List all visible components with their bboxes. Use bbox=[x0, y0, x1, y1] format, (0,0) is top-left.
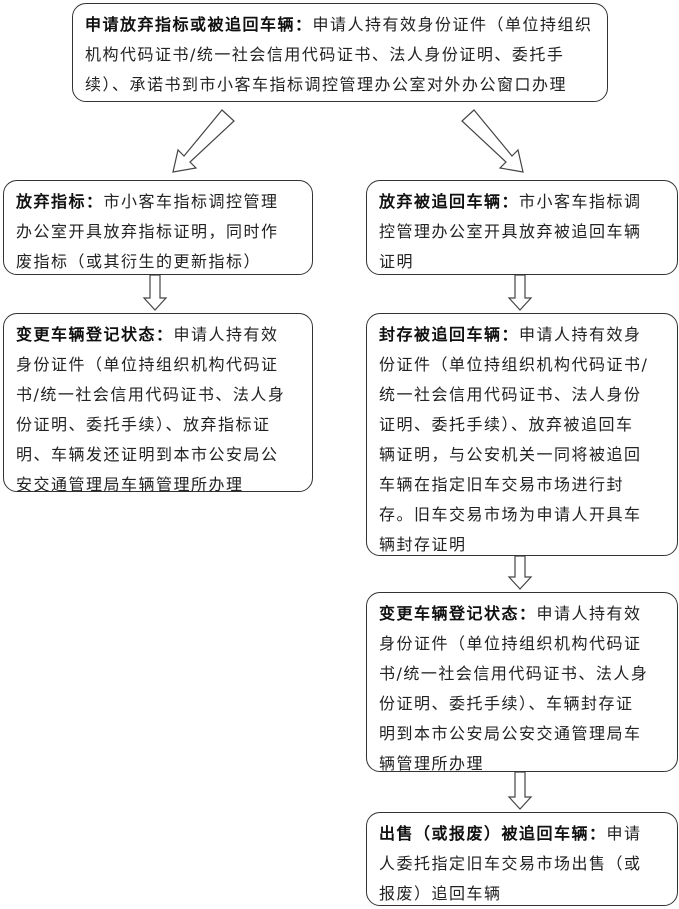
box-sell-vehicle: 出售（或报废）被追回车辆：申请人委托指定旧车交易市场出售（或报废）追回车辆 bbox=[366, 812, 678, 906]
box-title: 封存被追回车辆： bbox=[379, 325, 520, 344]
arrow-diagonal-left bbox=[172, 109, 235, 173]
box-title: 放弃指标： bbox=[16, 192, 104, 211]
box-abandon-vehicle: 放弃被追回车辆：市小客车指标调控管理办公室开具放弃被追回车辆证明 bbox=[366, 180, 678, 275]
box-text: 明、车辆发还证明到本市公安局公 bbox=[16, 445, 279, 464]
box-text-line: 车辆在指定旧车交易市场进行封 bbox=[379, 470, 677, 500]
box-text: 安交通管理局车辆管理所办理 bbox=[16, 475, 244, 494]
box-text-line: 变更车辆登记状态：申请人持有效 bbox=[16, 320, 312, 350]
box-text: 申请人持有效身 bbox=[519, 325, 642, 344]
box-text-line: 控管理办公室开具放弃被追回车辆 bbox=[379, 217, 677, 247]
box-text: 申请人持有效 bbox=[536, 604, 642, 623]
box-text-line: 证明 bbox=[379, 247, 677, 277]
arrow-down-right-2 bbox=[507, 555, 533, 590]
box-text-line: 份证明、委托手续）、放弃指标证 bbox=[16, 410, 312, 440]
box-text-line: 统一社会信用代码证书、法人身份 bbox=[379, 380, 677, 410]
box-text: 市小客车指标调 bbox=[519, 192, 642, 211]
box-text-line: 份证件（单位持组织机构代码证书/ bbox=[379, 350, 677, 380]
box-change-registration-left: 变更车辆登记状态：申请人持有效身份证件（单位持组织机构代码证书/统一社会信用代码… bbox=[3, 313, 313, 494]
box-text: 申请人持有效身份证件（单位持组织 bbox=[312, 15, 593, 34]
box-title: 出售（或报废）被追回车辆： bbox=[379, 824, 607, 843]
box-text: 机构代码证书/统一社会信用代码证书、法人身份证明、委托手 bbox=[85, 45, 565, 64]
box-text: 存。旧车交易市场为申请人开具车 bbox=[379, 505, 642, 524]
box-title: 申请放弃指标或被追回车辆： bbox=[85, 15, 313, 34]
box-text: 书/统一社会信用代码证书、法人身 bbox=[16, 385, 286, 404]
box-text-line: 人委托指定旧车交易市场出售（或 bbox=[379, 849, 677, 879]
box-text: 申请人持有效 bbox=[173, 325, 279, 344]
arrow-diagonal-right bbox=[461, 109, 524, 173]
box-text-line: 放弃被追回车辆：市小客车指标调 bbox=[379, 187, 677, 217]
box-text: 废指标（或其衍生的更新指标） bbox=[16, 252, 262, 271]
box-text: 证明 bbox=[379, 252, 415, 271]
box-text: 续）、承诺书到市小客车指标调控管理办公室对外办公窗口办理 bbox=[85, 75, 568, 94]
box-title: 变更车辆登记状态： bbox=[379, 604, 537, 623]
box-text-line: 份证明、委托手续）、车辆封存证 bbox=[379, 689, 677, 719]
box-text: 明到本市公安局公安交通管理局车 bbox=[379, 724, 642, 743]
box-text: 身份证件（单位持组织机构代码证 bbox=[379, 634, 642, 653]
box-apply: 申请放弃指标或被追回车辆：申请人持有效身份证件（单位持组织机构代码证书/统一社会… bbox=[72, 3, 608, 102]
arrow-down-right-3 bbox=[507, 771, 533, 810]
box-text: 办公室开具放弃指标证明，同时作 bbox=[16, 222, 279, 241]
box-text-line: 辆证明，与公安机关一同将被追回 bbox=[379, 440, 677, 470]
box-text-line: 变更车辆登记状态：申请人持有效 bbox=[379, 599, 677, 629]
box-text-line: 书/统一社会信用代码证书、法人身 bbox=[16, 380, 312, 410]
box-change-registration-right: 变更车辆登记状态：申请人持有效身份证件（单位持组织机构代码证书/统一社会信用代码… bbox=[366, 592, 678, 773]
box-seal-vehicle: 封存被追回车辆：申请人持有效身份证件（单位持组织机构代码证书/统一社会信用代码证… bbox=[366, 313, 678, 556]
box-text: 报废）追回车辆 bbox=[379, 884, 502, 903]
box-text-line: 证明、委托手续）、放弃被追回车 bbox=[379, 410, 677, 440]
box-text-line: 安交通管理局车辆管理所办理 bbox=[16, 470, 312, 500]
box-text-line: 身份证件（单位持组织机构代码证 bbox=[379, 629, 677, 659]
box-text: 辆封存证明 bbox=[379, 535, 467, 554]
box-text-line: 存。旧车交易市场为申请人开具车 bbox=[379, 500, 677, 530]
box-text: 辆证明，与公安机关一同将被追回 bbox=[379, 445, 642, 464]
box-text-line: 废指标（或其衍生的更新指标） bbox=[16, 247, 312, 277]
box-text: 人委托指定旧车交易市场出售（或 bbox=[379, 854, 642, 873]
box-text-line: 续）、承诺书到市小客车指标调控管理办公室对外办公窗口办理 bbox=[85, 70, 607, 100]
box-text: 申请 bbox=[606, 824, 642, 843]
box-abandon-quota: 放弃指标：市小客车指标调控管理办公室开具放弃指标证明，同时作废指标（或其衍生的更… bbox=[3, 180, 313, 275]
box-text: 辆管理所办理 bbox=[379, 754, 485, 773]
box-title: 变更车辆登记状态： bbox=[16, 325, 174, 344]
box-text-line: 申请放弃指标或被追回车辆：申请人持有效身份证件（单位持组织 bbox=[85, 10, 607, 40]
box-text: 书/统一社会信用代码证书、法人身 bbox=[379, 664, 649, 683]
box-title: 放弃被追回车辆： bbox=[379, 192, 520, 211]
arrow-down-right-1 bbox=[507, 274, 533, 311]
box-text: 份证明、委托手续）、车辆封存证 bbox=[379, 694, 634, 713]
box-text: 份证明、委托手续）、放弃指标证 bbox=[16, 415, 271, 434]
box-text-line: 明、车辆发还证明到本市公安局公 bbox=[16, 440, 312, 470]
box-text-line: 身份证件（单位持组织机构代码证 bbox=[16, 350, 312, 380]
box-text-line: 辆封存证明 bbox=[379, 530, 677, 560]
box-text-line: 明到本市公安局公安交通管理局车 bbox=[379, 719, 677, 749]
box-text-line: 书/统一社会信用代码证书、法人身 bbox=[379, 659, 677, 689]
box-text-line: 封存被追回车辆：申请人持有效身 bbox=[379, 320, 677, 350]
box-text-line: 机构代码证书/统一社会信用代码证书、法人身份证明、委托手 bbox=[85, 40, 607, 70]
box-text: 市小客车指标调控管理 bbox=[103, 192, 279, 211]
box-text: 控管理办公室开具放弃被追回车辆 bbox=[379, 222, 642, 241]
box-text-line: 出售（或报废）被追回车辆：申请 bbox=[379, 819, 677, 849]
box-text: 车辆在指定旧车交易市场进行封 bbox=[379, 475, 625, 494]
box-text-line: 办公室开具放弃指标证明，同时作 bbox=[16, 217, 312, 247]
box-text: 份证件（单位持组织机构代码证书/ bbox=[379, 355, 649, 374]
box-text-line: 报废）追回车辆 bbox=[379, 879, 677, 909]
box-text-line: 放弃指标：市小客车指标调控管理 bbox=[16, 187, 312, 217]
box-text: 统一社会信用代码证书、法人身份 bbox=[379, 385, 642, 404]
box-text-line: 辆管理所办理 bbox=[379, 749, 677, 779]
box-text: 身份证件（单位持组织机构代码证 bbox=[16, 355, 279, 374]
box-text: 证明、委托手续）、放弃被追回车 bbox=[379, 415, 634, 434]
arrow-down-left-1 bbox=[142, 274, 168, 311]
